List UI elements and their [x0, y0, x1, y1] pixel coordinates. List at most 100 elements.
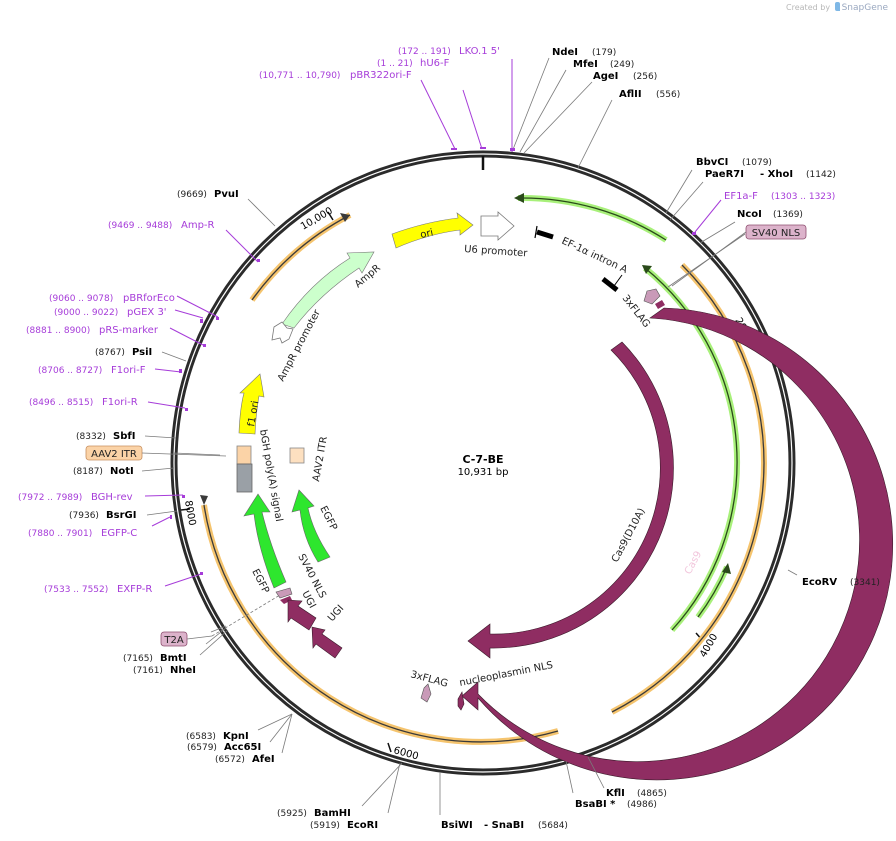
aav2-itr-box-label[interactable]: AAV2 ITR: [91, 449, 137, 460]
enzyme-ecorv[interactable]: EcoRV: [802, 577, 837, 588]
green-ring: [514, 193, 741, 633]
enzyme-ncoi[interactable]: NcoI: [737, 209, 762, 220]
enzyme-pvui-pos: (9669): [177, 190, 207, 200]
ugi-label-2: UGI: [326, 603, 346, 624]
primer-ef1a-f-pos: (1303 .. 1323): [771, 192, 835, 202]
enzyme-pvui[interactable]: PvuI: [214, 189, 239, 200]
flag-bottom-feature: 3xFLAG: [409, 669, 449, 703]
boxed-leader-lines: [141, 231, 747, 640]
enzyme-agei[interactable]: AgeI: [593, 71, 618, 82]
enzyme-labels: NdeI (179) MfeI (249) AgeI (256) AflII (…: [69, 47, 880, 831]
enzyme-kfli-pos: (4865): [637, 789, 667, 799]
primer-f1ori-f-pos: (8706 .. 8727): [38, 366, 102, 376]
tick-8000: 8000: [182, 500, 197, 527]
primer-lko1-5-pos: (172 .. 191): [398, 47, 451, 57]
f1-ori-label: f1 ori: [246, 400, 261, 428]
primer-pbr322ori-f[interactable]: pBR322ori-F: [350, 70, 412, 81]
enzyme-psii[interactable]: PsiI: [132, 347, 152, 358]
enzyme-bsiwi[interactable]: BsiWI: [441, 820, 473, 831]
enzyme-acc65i[interactable]: Acc65I: [224, 742, 261, 753]
primer-pbrforeco[interactable]: pBRforEco: [123, 293, 175, 304]
enzyme-paer7i[interactable]: PaeR7I: [705, 169, 744, 180]
enzyme-bmti-pos: (7165): [123, 654, 153, 664]
primer-pgex-3[interactable]: pGEX 3': [127, 307, 167, 318]
aav2-itr-inner-label: AAV2 ITR: [311, 436, 330, 483]
primer-ef1a-f[interactable]: EF1a-F: [724, 191, 758, 202]
primer-pbrforeco-pos: (9060 .. 9078): [49, 294, 113, 304]
ef1a-intron-label: EF-1α intron A: [560, 236, 629, 276]
enzyme-bmti[interactable]: BmtI: [160, 653, 187, 664]
enzyme-kpni-pos: (6583): [186, 732, 216, 742]
primer-hu6-f[interactable]: hU6-F: [420, 58, 450, 69]
enzyme-ndei[interactable]: NdeI: [552, 47, 578, 58]
enzyme-noti[interactable]: NotI: [110, 466, 134, 477]
nucleoplasmin-nls-label: nucleoplasmin NLS: [458, 660, 553, 689]
egfp-feature-2: EGFP: [291, 489, 339, 563]
primer-exfp-r[interactable]: EXFP-R: [117, 584, 152, 595]
primer-f1ori-r-pos: (8496 .. 8515): [29, 398, 93, 408]
sv40-nls-box-label[interactable]: SV40 NLS: [752, 228, 801, 239]
enzyme-mfei-pos: (249): [610, 60, 634, 70]
primer-lko1-5[interactable]: LKO.1 5': [459, 46, 500, 57]
cas9-d10a-feature: Cas9(D10A): [467, 341, 674, 659]
enzyme-kfli[interactable]: KflI: [606, 788, 625, 799]
primer-bgh-rev-pos: (7972 .. 7989): [18, 493, 82, 503]
primer-leader-lines: [144, 59, 722, 587]
ampr-feature: AmpR: [281, 251, 383, 329]
enzyme-sbfi[interactable]: SbfI: [113, 431, 135, 442]
enzyme-psii-pos: (8767): [95, 348, 125, 358]
enzyme-sbfi-pos: (8332): [76, 432, 106, 442]
ugi-feature-1: UGI: [287, 589, 318, 631]
primer-f1ori-f[interactable]: F1ori-F: [111, 365, 146, 376]
enzyme-leader-lines: [141, 57, 798, 815]
enzyme-afei[interactable]: AfeI: [252, 754, 275, 765]
enzyme-xhoi[interactable]: - XhoI: [760, 169, 793, 180]
primer-marks: [170, 147, 696, 575]
egfp-label-2: EGFP: [317, 504, 339, 532]
enzyme-ndei-pos: (179): [592, 48, 616, 58]
aav2-itr-left: [236, 445, 252, 465]
primer-egfp-c[interactable]: EGFP-C: [101, 528, 137, 539]
enzyme-nhei[interactable]: NheI: [170, 665, 196, 676]
boxed-labels: SV40 NLS AAV2 ITR T2A: [85, 224, 807, 647]
enzyme-bbvci[interactable]: BbvCI: [696, 157, 728, 168]
enzyme-bbvci-pos: (1079): [742, 158, 772, 168]
enzyme-ecori[interactable]: EcoRI: [347, 820, 378, 831]
enzyme-ecorv-pos: (3341): [850, 578, 880, 588]
enzyme-bsabi[interactable]: BsaBI *: [575, 799, 616, 810]
primer-prs-marker[interactable]: pRS-marker: [99, 325, 159, 336]
enzyme-aflii[interactable]: AflII: [619, 89, 642, 100]
enzyme-xhoi-pos: (1142): [806, 170, 836, 180]
enzyme-acc65i-pos: (6579): [187, 743, 217, 753]
enzyme-agei-pos: (256): [633, 72, 657, 82]
snapgene-logo-icon: [834, 2, 840, 11]
backbone: [170, 150, 796, 776]
enzyme-bamhi-pos: (5925): [277, 809, 307, 819]
snapgene-credit: Created by SnapGene: [786, 2, 888, 13]
enzyme-snabi-pos: (5684): [538, 821, 568, 831]
primer-bgh-rev[interactable]: BGH-rev: [91, 492, 133, 503]
enzyme-bamhi[interactable]: BamHI: [314, 808, 351, 819]
enzyme-snabi[interactable]: - SnaBI: [484, 820, 524, 831]
aav2-itr-inner: AAV2 ITR: [289, 436, 330, 483]
primer-prs-marker-pos: (8881 .. 8900): [26, 326, 90, 336]
enzyme-mfei[interactable]: MfeI: [573, 59, 598, 70]
primer-amp-r[interactable]: Amp-R: [181, 220, 215, 231]
cas9-label: Cas9: [683, 549, 704, 576]
enzyme-bsrgi[interactable]: BsrGI: [106, 510, 136, 521]
t2a-box-label[interactable]: T2A: [163, 635, 183, 646]
enzyme-kpni[interactable]: KpnI: [223, 731, 249, 742]
enzyme-afei-pos: (6572): [215, 755, 245, 765]
u6-promoter-label: U6 promoter: [464, 244, 529, 259]
ori-feature: ori: [391, 212, 474, 249]
enzyme-nhei-pos: (7161): [133, 666, 163, 676]
plasmid-name: C-7-BE: [462, 453, 503, 466]
ori-label: ori: [419, 227, 434, 240]
primer-labels: LKO.1 5' (172 .. 191) hU6-F (1 .. 21) pB…: [18, 46, 835, 595]
enzyme-bsabi-pos: (4986): [627, 800, 657, 810]
primer-f1ori-r[interactable]: F1ori-R: [102, 397, 138, 408]
credit-prefix: Created by: [786, 3, 831, 12]
primer-amp-r-pos: (9469 .. 9488): [108, 221, 172, 231]
enzyme-ncoi-pos: (1369): [773, 210, 803, 220]
